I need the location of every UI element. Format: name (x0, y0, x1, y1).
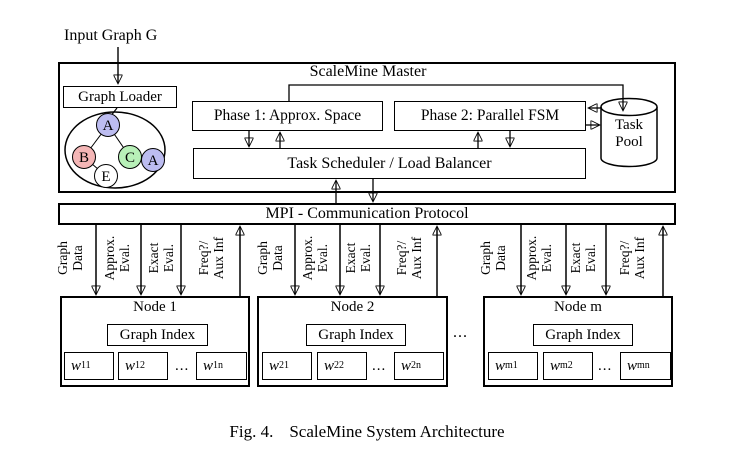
worker-ellipsis: ... (598, 358, 613, 374)
node1-graph-index-box: Graph Index (107, 324, 208, 346)
phase2-box: Phase 2: Parallel FSM (394, 101, 586, 131)
graph-loader-box: Graph Loader (63, 86, 177, 108)
caption-fig-label: Fig. 4. (229, 422, 274, 441)
channel-label-approx-eval: Approx. Eval. (102, 235, 132, 281)
channel-label-freq-auxinf: Freq?/ Aux Inf (617, 236, 647, 280)
channel-label-exact-eval: Exact Eval. (146, 242, 176, 274)
channel-label-graph-data: Graph Data (55, 241, 85, 275)
phase1-box: Phase 1: Approx. Space (192, 101, 383, 131)
mpi-bar: MPI - Communication Protocol (58, 203, 676, 225)
channel-label-exact-eval: Exact Eval. (568, 242, 598, 274)
worker-ellipsis: ... (372, 358, 387, 374)
channel-label-approx-eval: Approx. Eval. (524, 235, 554, 281)
worker-ellipsis: ... (175, 358, 190, 374)
input-graph-label: Input Graph G (64, 27, 158, 44)
figure-caption: Fig. 4. ScaleMine System Architecture (0, 421, 734, 443)
nodem-graph-index-box: Graph Index (533, 324, 633, 346)
caption-title: ScaleMine System Architecture (289, 422, 505, 441)
channel-label-graph-data: Graph Data (478, 241, 508, 275)
channel-label-freq-auxinf: Freq?/ Aux Inf (394, 236, 424, 280)
master-title: ScaleMine Master (309, 62, 427, 80)
node2-title: Node 2 (330, 298, 375, 315)
node2-graph-index-box: Graph Index (306, 324, 406, 346)
channel-label-exact-eval: Exact Eval. (343, 242, 373, 274)
node1-title: Node 1 (133, 298, 177, 315)
channel-label-freq-auxinf: Freq?/ Aux Inf (196, 236, 226, 280)
task-scheduler-box: Task Scheduler / Load Balancer (193, 148, 586, 179)
channel-label-graph-data: Graph Data (255, 241, 285, 275)
channel-label-approx-eval: Approx. Eval. (300, 235, 330, 281)
nodem-title: Node m (554, 298, 602, 315)
nodes-ellipsis: ... (453, 324, 468, 341)
